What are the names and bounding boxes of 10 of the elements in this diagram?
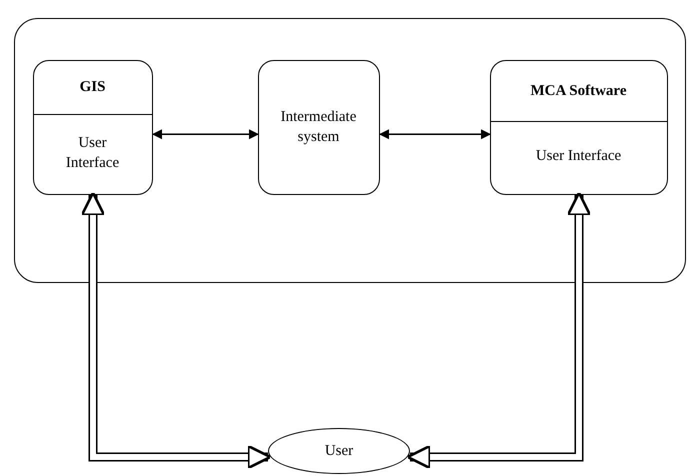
component-label: User Interface	[534, 147, 622, 166]
container-box	[14, 18, 686, 283]
component-title: GIS	[78, 78, 106, 97]
node-label: Intermediate system	[280, 108, 358, 147]
component-title: MCA Software	[530, 82, 628, 100]
component-box	[258, 60, 380, 194]
node-label: User	[324, 442, 354, 461]
component-box	[490, 60, 668, 194]
component-label: User Interface	[64, 134, 120, 172]
component-box	[32, 60, 152, 194]
